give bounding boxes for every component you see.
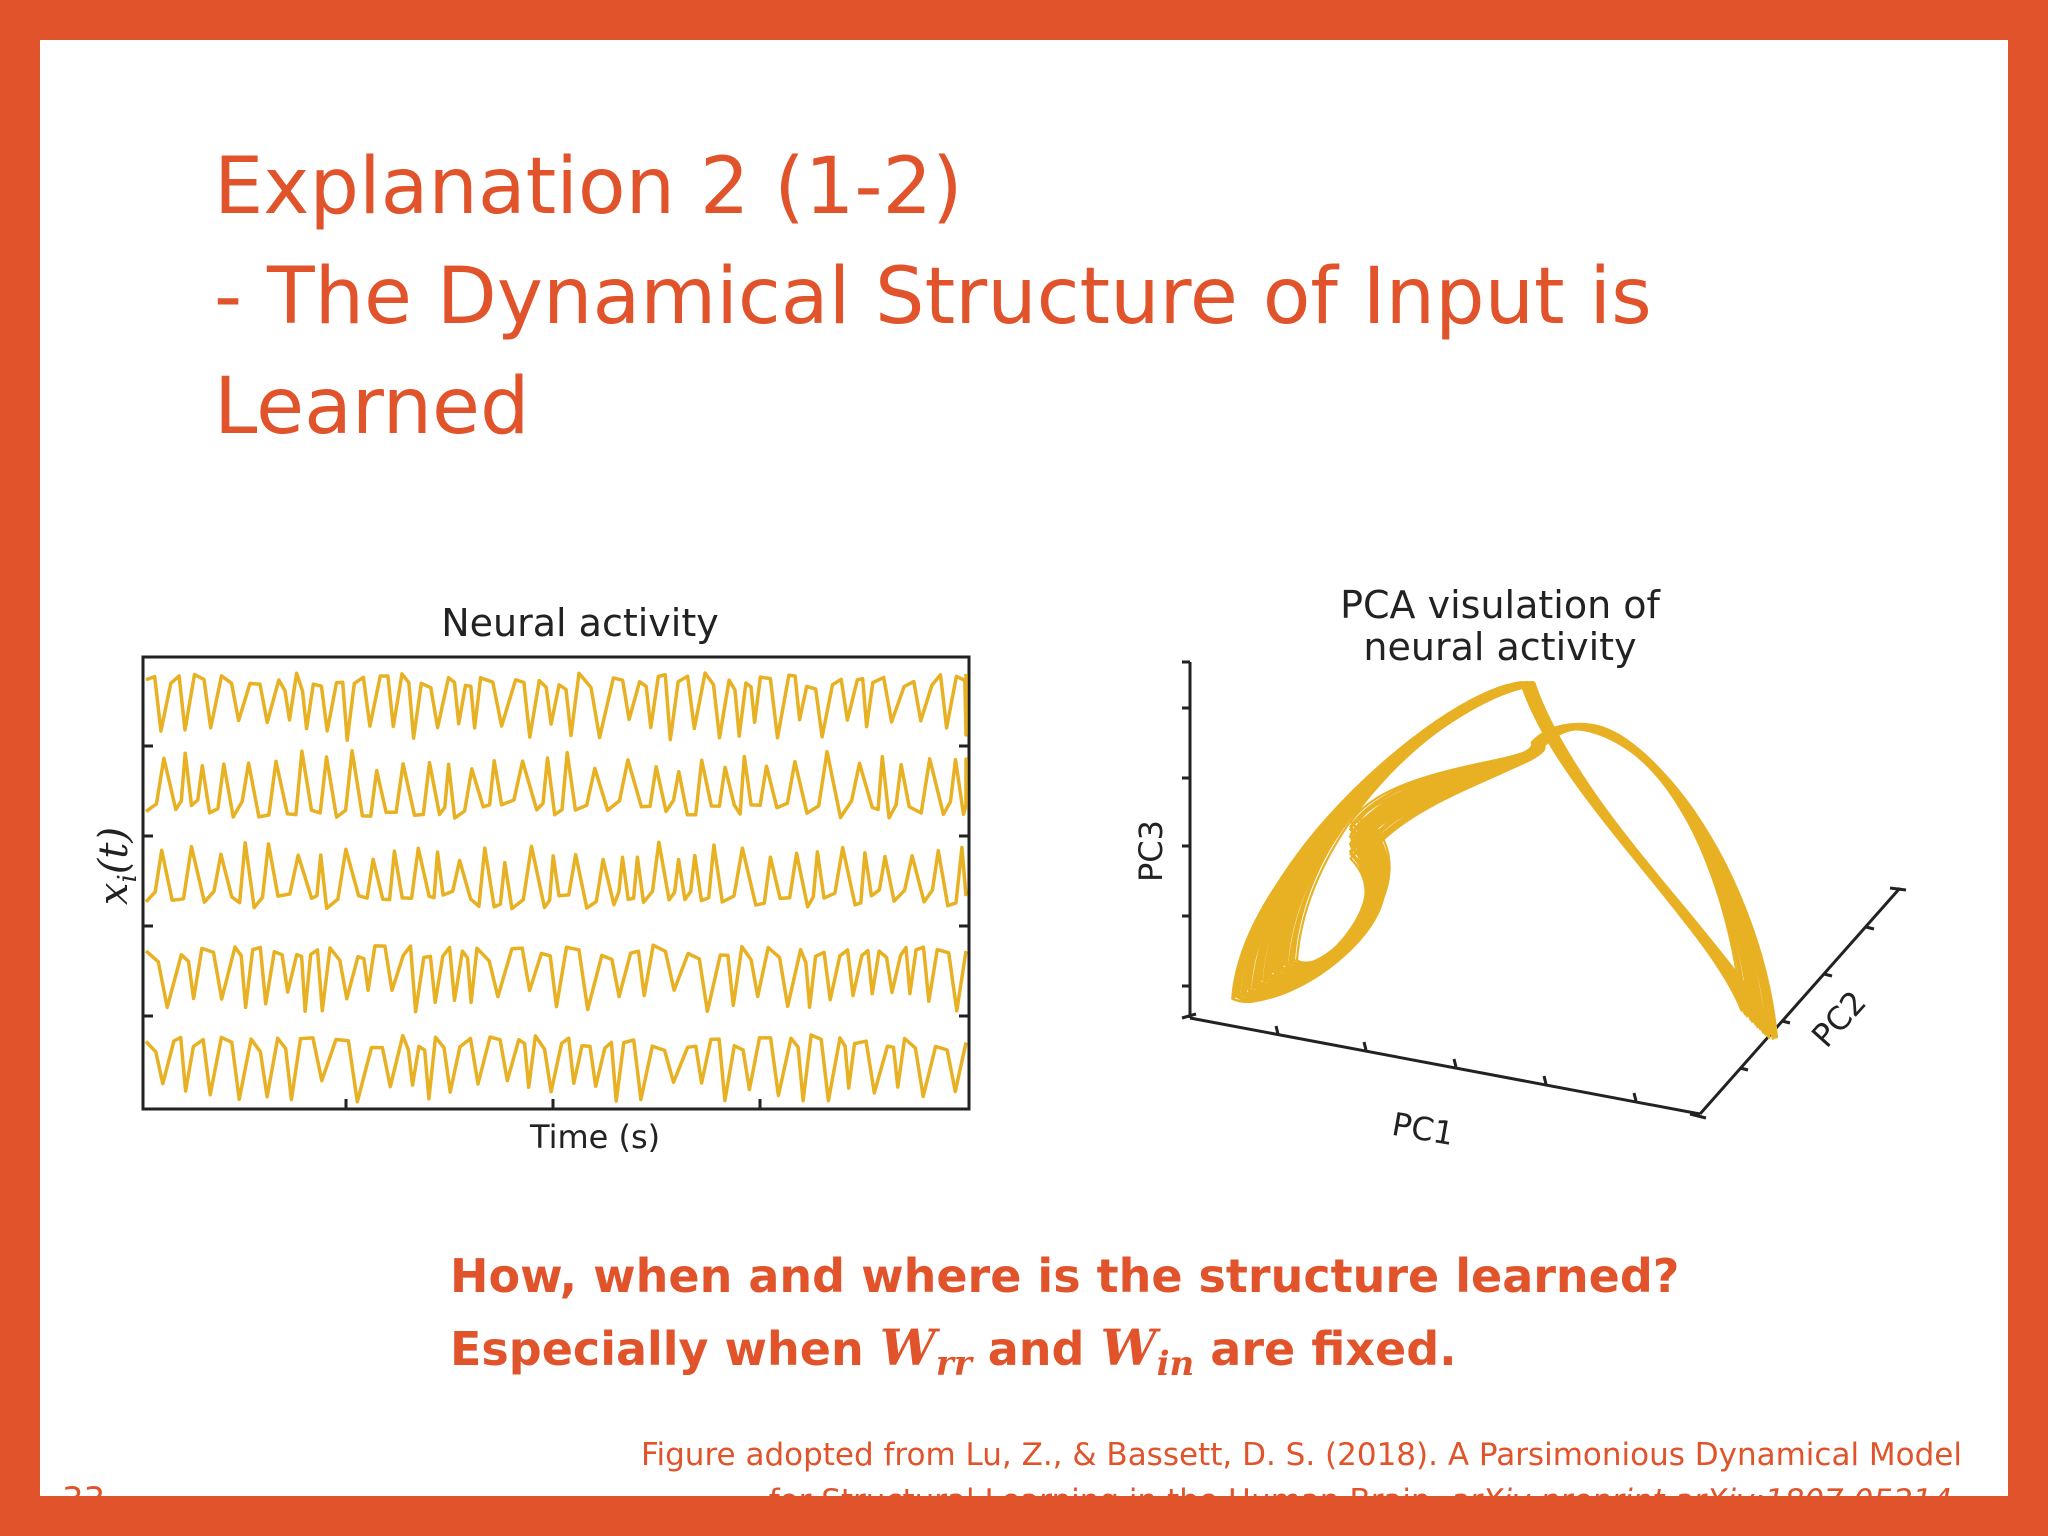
pca-loop — [1273, 684, 1763, 1022]
w-in-base: W — [1100, 1318, 1157, 1377]
pca-loop — [1263, 681, 1758, 1025]
citation-text-2: for Structural Learning in the Human Bra… — [768, 1483, 1451, 1519]
pca-plot — [1181, 660, 1907, 1120]
pca-loop — [1257, 681, 1758, 1027]
page-number: 33 — [62, 1480, 106, 1520]
pca-loop — [1232, 682, 1775, 1040]
question-pre: Especially when — [450, 1322, 880, 1376]
plot-frame — [141, 655, 971, 1111]
question-line-1: How, when and where is the structure lea… — [450, 1249, 1680, 1303]
title-line-1: Explanation 2 (1-2) — [214, 142, 963, 232]
pca-loop — [1269, 682, 1756, 1022]
frame-ticks — [143, 744, 969, 1109]
citation-line-2: for Structural Learning in the Human Bra… — [462, 1478, 1962, 1524]
pca-loop — [1279, 680, 1747, 1016]
pca-loop — [1269, 682, 1759, 1023]
pca-loop — [1252, 682, 1764, 1030]
pca-loop — [1264, 684, 1765, 1026]
pca-loop — [1274, 680, 1749, 1018]
activity-trace — [144, 840, 968, 911]
citation-end: . — [1952, 1483, 1962, 1519]
w-rr-base: W — [879, 1318, 936, 1377]
w-in-sub: in — [1156, 1344, 1195, 1384]
slide-title: Explanation 2 (1-2) - The Dynamical Stru… — [214, 132, 1914, 462]
ylabel-arg: (t) — [91, 826, 138, 875]
figure-citation: Figure adopted from Lu, Z., & Bassett, D… — [462, 1432, 1962, 1524]
pca-loop — [1273, 681, 1752, 1019]
pca-loop — [1251, 684, 1774, 1033]
title-line-3: Learned — [214, 362, 530, 452]
neural-activity-plot — [141, 655, 971, 1111]
pca-axes — [1181, 660, 1907, 1120]
ylabel-var: x — [91, 882, 138, 906]
pca-loop — [1256, 683, 1765, 1029]
pca-loop — [1271, 681, 1752, 1020]
pca-loop — [1258, 683, 1765, 1028]
neural-activity-figure: Neural activity xi(t) Time (s) — [91, 550, 1040, 1170]
pca-loop — [1253, 684, 1771, 1032]
title-line-2: - The Dynamical Structure of Input is — [214, 252, 1652, 342]
pca-loop — [1258, 684, 1770, 1030]
pca-loop — [1274, 683, 1759, 1021]
ylabel: xi(t) — [91, 827, 143, 905]
pca-loop — [1258, 682, 1761, 1027]
pca-loop — [1265, 684, 1765, 1026]
pca-loop — [1260, 681, 1757, 1025]
pca-loop — [1243, 684, 1777, 1037]
activity-trace — [144, 749, 968, 820]
xlabel: Time (s) — [530, 1118, 661, 1156]
ylabel-sub: i — [113, 874, 144, 883]
pca-figure: PCA visulation of neural activity — [1100, 540, 1940, 1180]
slide: Explanation 2 (1-2) - The Dynamical Stru… — [40, 40, 2008, 1520]
question-line-2: Especially when Wrr and Win are fixed. — [450, 1312, 1750, 1400]
activity-trace — [145, 671, 968, 743]
w-rr-symbol: Wrr — [879, 1318, 972, 1384]
pca-loop — [1262, 684, 1768, 1028]
activity-traces — [144, 671, 968, 1104]
pca-title: PCA visulation of neural activity — [1300, 584, 1700, 668]
pca-title-line-2: neural activity — [1363, 625, 1637, 669]
citation-line-1: Figure adopted from Lu, Z., & Bassett, D… — [640, 1437, 1962, 1473]
question-mid: and — [971, 1322, 1101, 1376]
citation-journal: arXiv preprint arXiv:1807.05214 — [1450, 1483, 1953, 1519]
pca-loop — [1267, 683, 1761, 1024]
pca-loop — [1269, 684, 1765, 1024]
pc3-label: PC3 — [1132, 820, 1170, 882]
activity-trace — [144, 943, 968, 1014]
question-text: How, when and where is the structure lea… — [450, 1240, 1750, 1400]
pca-loop — [1263, 680, 1754, 1023]
pca-loop — [1231, 681, 1771, 1040]
neural-activity-title: Neural activity — [441, 601, 719, 645]
pca-loop — [1268, 681, 1753, 1021]
w-rr-sub: rr — [935, 1344, 972, 1384]
question-post: are fixed. — [1194, 1322, 1457, 1376]
pca-loop — [1249, 681, 1762, 1031]
pc1-axis — [1189, 1016, 1701, 1116]
pca-loop — [1254, 684, 1770, 1031]
pca-title-line-1: PCA visulation of — [1340, 583, 1660, 627]
activity-trace — [144, 1033, 968, 1104]
pca-trajectory — [1231, 680, 1779, 1040]
w-in-symbol: Win — [1100, 1318, 1194, 1384]
